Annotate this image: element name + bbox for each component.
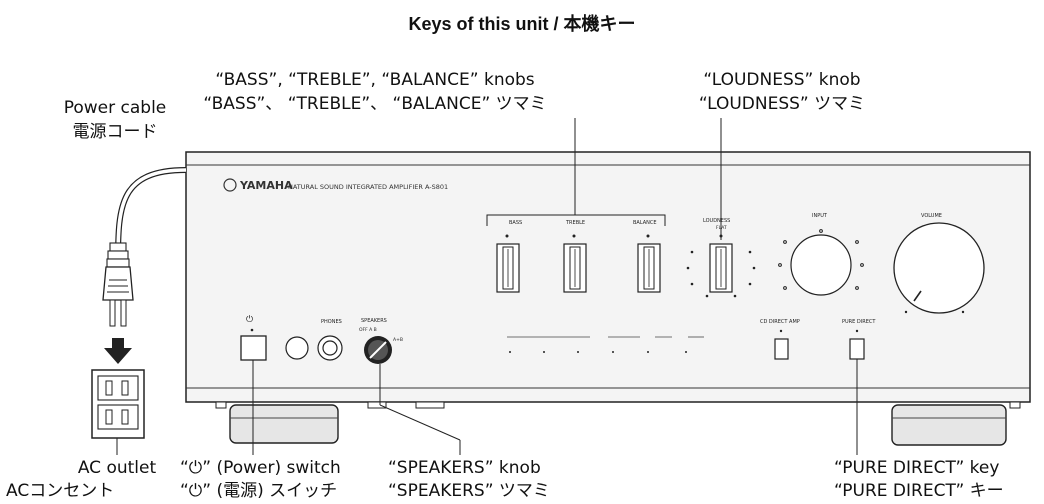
yamaha-logo-icon [223,178,237,192]
svg-text:OFF A B: OFF A B [359,327,377,333]
svg-text:VOLUME: VOLUME [921,213,942,219]
loudness-label-ja: “LOUDNESS” ツマミ [698,94,866,114]
loudness-knob[interactable] [709,234,733,293]
svg-text:INPUT: INPUT [812,213,828,219]
balance-knob[interactable] [637,234,661,293]
power-cable [115,167,187,263]
ac-outlet-label-en: AC outlet [77,458,157,478]
left-foot [229,404,339,444]
svg-text:LOUDNESS: LOUDNESS [703,218,730,224]
speakers-label-ja: “SPEAKERS” ツマミ [388,481,550,501]
svg-text:BALANCE: BALANCE [633,220,657,226]
speakers-knob[interactable] [364,336,392,364]
ac-outlet [91,369,145,439]
power-switch-label-ja: “⏻” (電源) スイッチ [180,481,338,501]
ac-outlet-label-ja: ACコンセント [6,481,115,501]
power-switch[interactable] [240,335,267,361]
power-plug [102,266,134,301]
svg-text:SPEAKERS: SPEAKERS [361,318,387,324]
tone-knobs-label-ja: “BASS”、 “TREBLE”、 “BALANCE” ツマミ [203,94,547,114]
right-foot [891,404,1007,446]
down-arrow-icon [104,338,132,364]
power-cable-label-ja: 電源コード [72,122,158,142]
svg-text:TREBLE: TREBLE [565,220,585,226]
pure-direct-label-ja: “PURE DIRECT” キー [834,481,1004,501]
bass-knob[interactable] [496,234,520,293]
treble-knob[interactable] [563,234,587,293]
svg-text:PURE DIRECT: PURE DIRECT [842,319,876,325]
speakers-label-en: “SPEAKERS” knob [388,458,541,478]
cd-direct-amp-key[interactable] [774,338,789,360]
power-switch-label-en: “⏻” (Power) switch [180,458,341,478]
volume-knob[interactable] [893,222,985,314]
pure-direct-key[interactable] [849,338,865,360]
svg-text:PHONES: PHONES [321,319,342,325]
plug-strain-relief [106,242,130,268]
brand-text: YAMAHA [239,179,293,192]
tone-knobs-label-en: “BASS”, “TREBLE”, “BALANCE” knobs [215,70,535,90]
diagram-title: Keys of this unit / 本機キー [408,14,636,34]
power-cable-label-en: Power cable [63,98,167,118]
pure-direct-label-en: “PURE DIRECT” key [834,458,1000,478]
svg-text:CD DIRECT AMP: CD DIRECT AMP [760,319,800,325]
svg-text:⏻: ⏻ [246,314,253,325]
loudness-label-en: “LOUDNESS” knob [703,70,861,90]
svg-text:BASS: BASS [509,220,522,226]
svg-text:A+B: A+B [393,337,403,343]
phones-jack-cover [285,336,309,360]
phones-jack[interactable] [317,335,343,361]
amplifier-front-panel [185,151,1031,403]
model-text: NATURAL SOUND INTEGRATED AMPLIFIER A-S80… [288,183,448,191]
input-selector-knob[interactable] [790,234,852,296]
